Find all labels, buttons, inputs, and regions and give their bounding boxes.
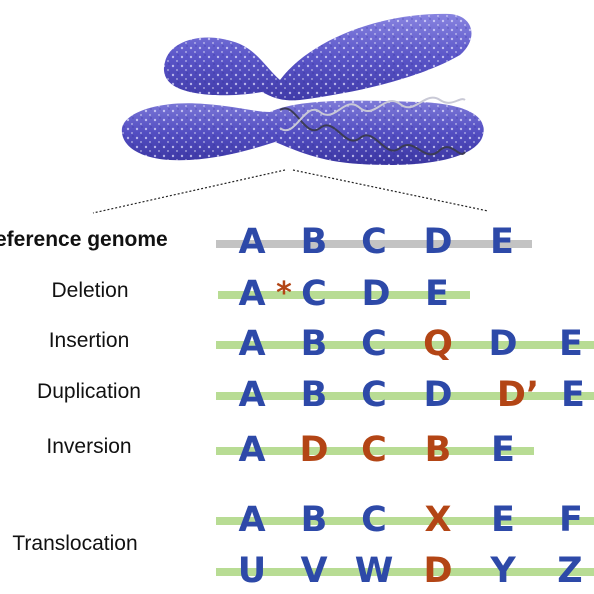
row-label: Duplication [37, 380, 141, 403]
changed-base-letter: C [361, 430, 387, 470]
base-letter: E [559, 324, 583, 364]
chromatid-upper [163, 13, 472, 101]
base-letter: W [354, 551, 394, 591]
base-letter: F [559, 500, 583, 540]
base-letter: C [301, 274, 327, 314]
base-letter: E [491, 500, 515, 540]
row-label: Inversion [46, 435, 132, 458]
base-letter: A [238, 500, 266, 540]
base-letter: D [361, 274, 391, 314]
row-label: Deletion [51, 279, 129, 302]
changed-base-letter: D’ [496, 375, 540, 415]
base-letter: C [361, 500, 387, 540]
base-letter: D [423, 375, 453, 415]
base-letter: B [300, 375, 328, 415]
chromosome-illustration [92, 13, 489, 214]
base-letter: B [300, 500, 328, 540]
variant-line [216, 568, 594, 576]
variant-line [218, 291, 470, 299]
base-letter: V [300, 551, 328, 591]
base-letter: E [491, 430, 515, 470]
row-label: Translocation [12, 532, 138, 555]
base-letter: D [423, 222, 453, 262]
base-letter: C [361, 222, 387, 262]
reference-line [216, 240, 532, 248]
changed-base-letter: B [424, 430, 452, 470]
dna-helix-icon [279, 96, 466, 156]
variant-line [216, 341, 594, 349]
variant-line [216, 517, 594, 525]
changed-base-letter: X [424, 500, 452, 540]
base-letter: A [238, 274, 266, 314]
changed-base-letter: D [423, 551, 453, 591]
zoom-guide-lines [92, 169, 489, 214]
base-letter: C [361, 375, 387, 415]
row-label: Insertion [48, 329, 130, 352]
base-letter: E [561, 375, 585, 415]
variant-line [216, 447, 534, 455]
base-letter: A [238, 430, 266, 470]
base-letter: E [425, 274, 449, 314]
changed-base-letter: * [276, 276, 292, 311]
chromatid-lower [121, 100, 484, 165]
base-letter: B [300, 324, 328, 364]
base-letter: Y [490, 551, 516, 591]
base-letter: A [238, 324, 266, 364]
base-letter: B [300, 222, 328, 262]
base-letter: E [490, 222, 514, 262]
changed-base-letter: Q [423, 324, 453, 364]
base-letter: U [237, 551, 267, 591]
base-letter: A [238, 375, 266, 415]
variant-line [216, 392, 594, 400]
base-letter: A [238, 222, 266, 262]
row-label: eference genome [0, 228, 168, 251]
base-letter: C [361, 324, 387, 364]
changed-base-letter: D [299, 430, 329, 470]
base-letter: D [488, 324, 518, 364]
base-letter: Z [557, 551, 583, 591]
